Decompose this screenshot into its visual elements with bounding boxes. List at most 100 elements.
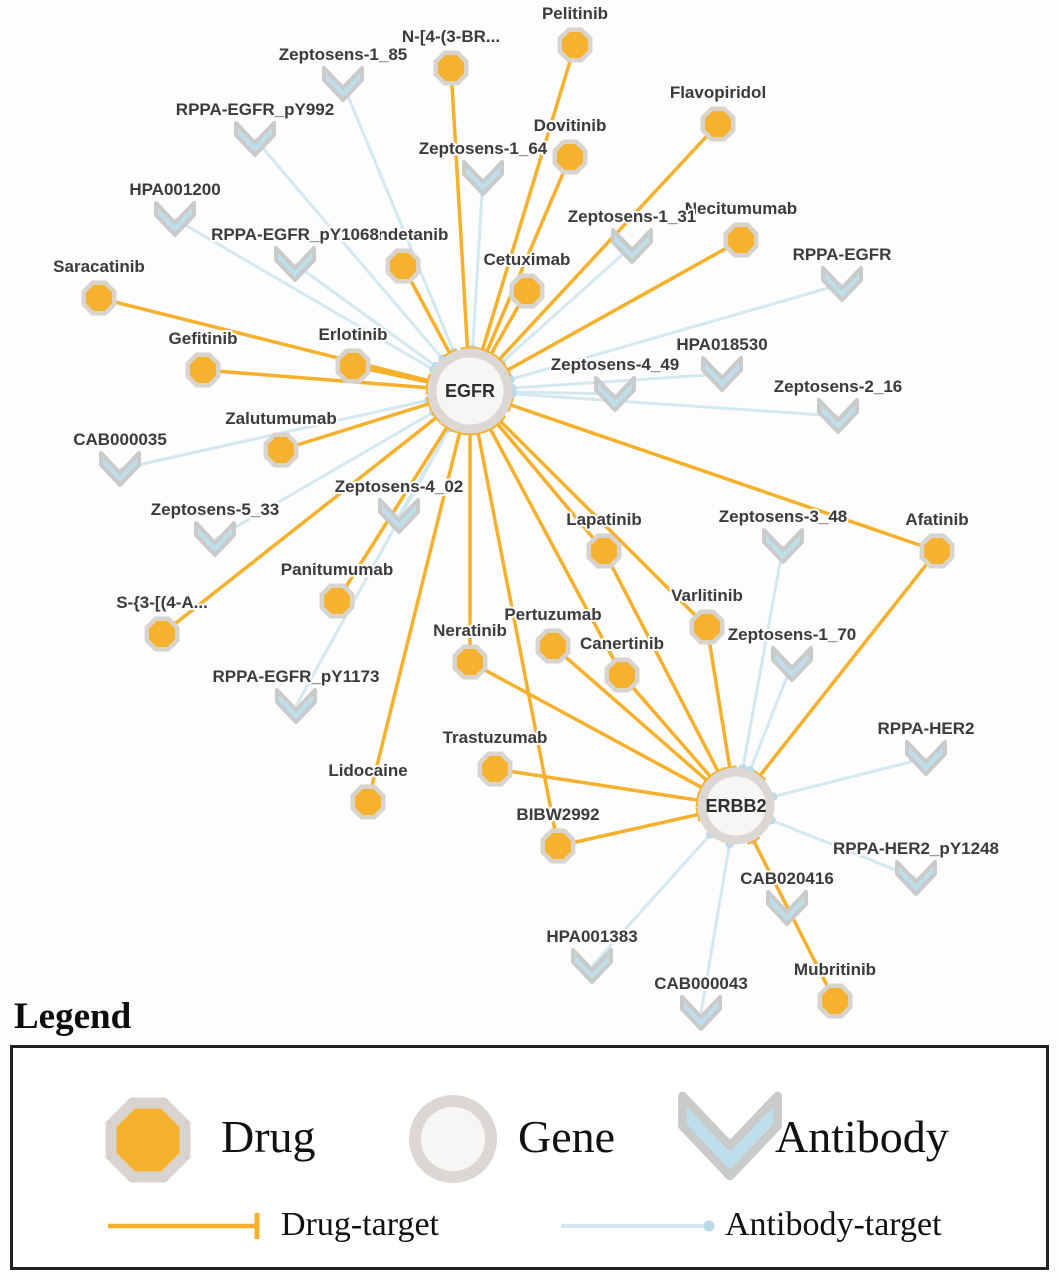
svg-text:N-[4-(3-BR...: N-[4-(3-BR... xyxy=(402,27,500,46)
node-varlitinib[interactable] xyxy=(689,609,725,645)
svg-text:Zeptosens-4_49: Zeptosens-4_49 xyxy=(551,355,680,374)
node-lapatinib[interactable] xyxy=(586,533,622,569)
svg-text:RPPA-HER2: RPPA-HER2 xyxy=(878,719,975,738)
svg-text:RPPA-EGFR: RPPA-EGFR xyxy=(793,245,892,264)
drug-target-legend-label: Drug-target xyxy=(281,1206,439,1243)
svg-text:S-{3-[(4-A...: S-{3-[(4-A... xyxy=(116,593,208,612)
node-rppa-egfr[interactable] xyxy=(821,266,863,302)
node-necitumumab[interactable] xyxy=(723,222,759,258)
node-z2-16[interactable] xyxy=(817,398,859,434)
node-z1-85[interactable] xyxy=(322,66,364,102)
legend-panel: Drug Gene Antibody Drug-target Antibody-… xyxy=(10,1045,1049,1270)
svg-text:Zeptosens-4_02: Zeptosens-4_02 xyxy=(335,477,464,496)
node-z4-02[interactable] xyxy=(378,498,420,534)
svg-text:Canertinib: Canertinib xyxy=(580,634,664,653)
antibody-target-edge-sample xyxy=(561,1220,715,1232)
node-zalutumumab[interactable] xyxy=(263,432,299,468)
svg-text:Zeptosens-1_85: Zeptosens-1_85 xyxy=(279,45,408,64)
svg-text:Pertuzumab: Pertuzumab xyxy=(504,605,601,624)
node-z1-31[interactable] xyxy=(611,228,653,264)
svg-text:RPPA-EGFR_pY1173: RPPA-EGFR_pY1173 xyxy=(213,667,380,686)
node-z1-70[interactable] xyxy=(771,646,813,682)
svg-text:Flavopiridol: Flavopiridol xyxy=(670,83,766,102)
node-trastuzumab[interactable] xyxy=(477,751,513,787)
node-lidocaine[interactable] xyxy=(350,784,386,820)
svg-text:Zeptosens-1_70: Zeptosens-1_70 xyxy=(728,625,857,644)
edge-canertinib-erbb2 xyxy=(620,673,718,784)
node-erbb2[interactable]: ERBB2 xyxy=(697,767,775,845)
node-cab000043[interactable] xyxy=(680,995,722,1031)
node-z5-33[interactable] xyxy=(194,521,236,557)
svg-text:RPPA-EGFR_pY1068: RPPA-EGFR_pY1068 xyxy=(211,225,379,244)
node-canertinib[interactable] xyxy=(604,657,640,693)
node-mubritinib[interactable] xyxy=(817,983,853,1019)
svg-text:RPPA-EGFR_pY992: RPPA-EGFR_pY992 xyxy=(176,100,334,119)
antibody-target-legend-label: Antibody-target xyxy=(725,1206,942,1243)
node-panitumumab[interactable] xyxy=(319,583,355,619)
drug-target-edges xyxy=(98,44,939,1002)
drug-legend-label: Drug xyxy=(221,1111,316,1162)
node-neratinib[interactable] xyxy=(452,644,488,680)
node-n4-3br[interactable] xyxy=(433,50,469,86)
edge-trastuzumab-erbb2 xyxy=(494,767,702,808)
node-afatinib[interactable] xyxy=(919,533,955,569)
svg-text:CAB000035: CAB000035 xyxy=(73,430,167,449)
svg-text:Necitumumab: Necitumumab xyxy=(685,199,797,218)
svg-text:Saracatinib: Saracatinib xyxy=(53,257,145,276)
node-rppa-egfr-py1068[interactable] xyxy=(274,246,316,282)
edge-lapatinib-egfr xyxy=(490,417,606,553)
node-z3-48[interactable] xyxy=(762,528,804,564)
node-flavopiridol[interactable] xyxy=(700,106,736,142)
svg-text:Gefitinib: Gefitinib xyxy=(169,329,238,348)
node-rppa-her2-py1248[interactable] xyxy=(895,860,937,896)
node-cab020416[interactable] xyxy=(766,890,808,926)
edge-z1-85-egfr xyxy=(341,83,459,357)
edge-legend-samples xyxy=(108,1213,715,1239)
svg-text:Dovitinib: Dovitinib xyxy=(534,116,607,135)
node-erlotinib[interactable] xyxy=(335,348,371,384)
svg-text:CAB000043: CAB000043 xyxy=(654,974,748,993)
edge-hpa018530-egfr xyxy=(507,372,723,393)
svg-text:Trastuzumab: Trastuzumab xyxy=(443,728,548,747)
node-egfr[interactable]: EGFR xyxy=(427,348,513,434)
svg-text:Zeptosens-3_48: Zeptosens-3_48 xyxy=(719,507,848,526)
edge-rppa-her2-erbb2 xyxy=(768,756,927,802)
svg-text:Lapatinib: Lapatinib xyxy=(566,510,642,529)
node-s3-4a[interactable] xyxy=(144,616,180,652)
svg-text:CAB020416: CAB020416 xyxy=(740,869,834,888)
node-labels: PelitinibN-[4-(3-BR...FlavopiridolDoviti… xyxy=(51,2,1001,995)
svg-text:Zeptosens-1_64: Zeptosens-1_64 xyxy=(419,139,548,158)
node-z1-64[interactable] xyxy=(462,160,504,196)
svg-text:Panitumumab: Panitumumab xyxy=(281,560,393,579)
node-saracatinib[interactable] xyxy=(81,280,117,316)
svg-text:HPA001383: HPA001383 xyxy=(546,927,637,946)
node-cetuximab[interactable] xyxy=(509,273,545,309)
edge-z1-64-egfr xyxy=(468,177,485,354)
svg-text:Zeptosens-1_31: Zeptosens-1_31 xyxy=(568,207,697,226)
node-z4-49[interactable] xyxy=(594,376,636,412)
node-rppa-egfr-py992[interactable] xyxy=(234,121,276,157)
node-hpa001383[interactable] xyxy=(571,948,613,984)
svg-text:RPPA-HER2_pY1248: RPPA-HER2_pY1248 xyxy=(833,839,999,858)
edge-n4-3br-egfr xyxy=(449,67,475,352)
svg-text:EGFR: EGFR xyxy=(445,381,495,401)
node-gefitinib[interactable] xyxy=(185,352,221,388)
svg-text:Vandetanib: Vandetanib xyxy=(358,225,449,244)
svg-text:Varlitinib: Varlitinib xyxy=(671,586,743,605)
svg-text:BIBW2992: BIBW2992 xyxy=(516,805,599,824)
gene-legend-label: Gene xyxy=(518,1111,616,1162)
node-vandetanib[interactable] xyxy=(385,248,421,284)
node-pelitinib[interactable] xyxy=(557,27,593,63)
svg-text:Lidocaine: Lidocaine xyxy=(328,761,407,780)
node-rppa-egfr-py1173[interactable] xyxy=(275,688,317,724)
edge-rppa-egfr-py1068-egfr xyxy=(294,262,441,371)
node-dovitinib[interactable] xyxy=(552,139,588,175)
node-cab000035[interactable] xyxy=(99,451,141,487)
node-hpa001200[interactable] xyxy=(154,201,196,237)
node-rppa-her2[interactable] xyxy=(905,740,947,776)
node-pertuzumab[interactable] xyxy=(535,628,571,664)
node-hpa018530[interactable] xyxy=(701,356,743,392)
node-bibw2992[interactable] xyxy=(540,828,576,864)
